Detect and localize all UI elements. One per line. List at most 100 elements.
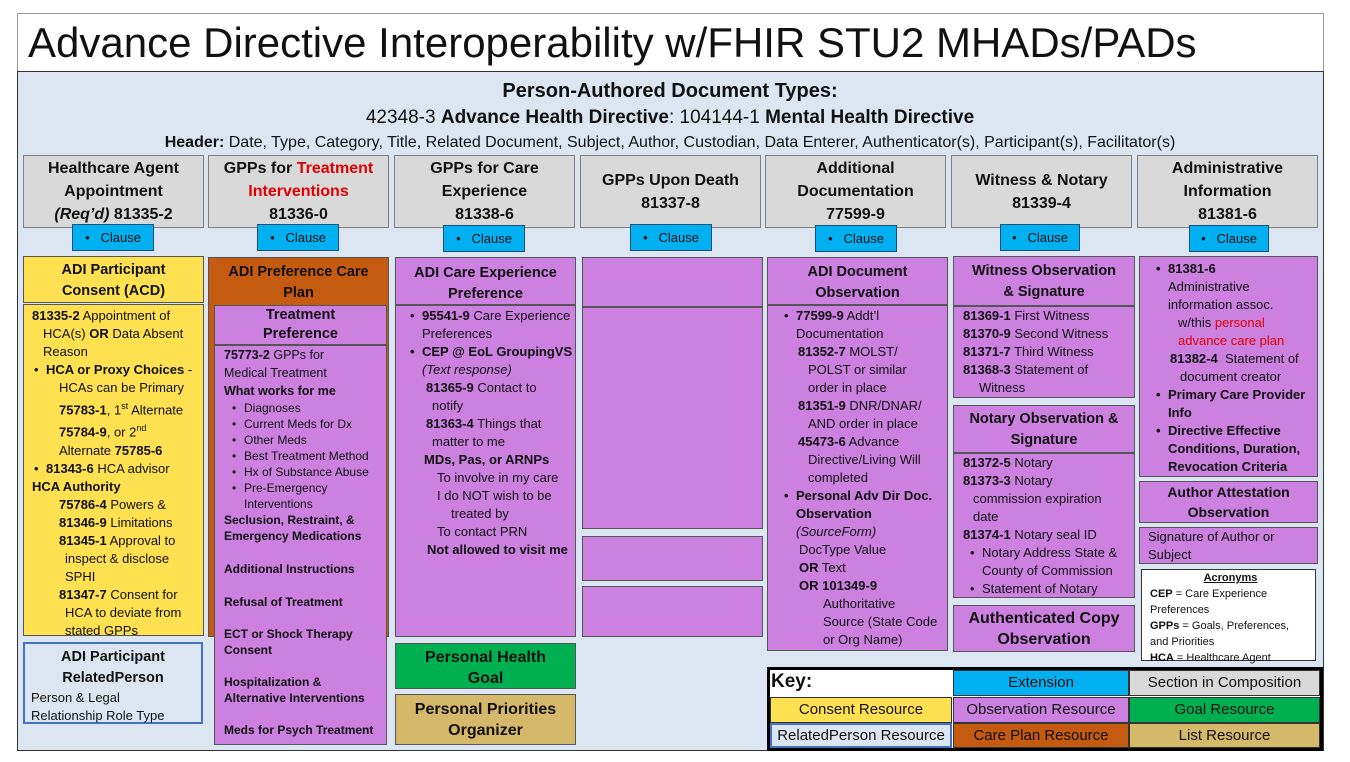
doc-line: Directive/Living Will: [808, 452, 921, 467]
text: Care Experience: [473, 308, 571, 323]
bullet-icon: •: [1201, 231, 1206, 246]
text: Statement of: [1014, 362, 1089, 377]
section-care-experience: GPPs for Care Experience 81338-6: [394, 155, 575, 228]
code: 81343-6: [46, 460, 94, 476]
clause-label: Clause: [1027, 230, 1068, 245]
doc-bullet: 77599-9 Addt’l: [784, 307, 945, 325]
doc-line: or Org Name): [823, 632, 903, 647]
care-experience-title: ADI Care Experience Preference: [395, 257, 576, 305]
text: Notary: [1014, 455, 1053, 470]
code: 75785-6: [114, 442, 163, 458]
consent-bullet: 81343-6 HCA advisor: [32, 460, 199, 478]
ce-line: 81365-9 Contact to: [408, 379, 573, 397]
bullet-icon: •: [1012, 230, 1017, 245]
consent-line: 75786-4 Powers &: [32, 496, 199, 514]
consent-body: 81335-2 Appointment of HCA(s) OR Data Ab…: [23, 304, 204, 638]
text: HCA(s): [43, 326, 86, 341]
clause-extension: • Clause: [72, 224, 154, 251]
consent-heading: HCA Authority: [32, 478, 121, 494]
clause-extension: • Clause: [257, 224, 339, 251]
priorities-organizer-box: Personal Priorities Organizer: [395, 694, 576, 745]
author-attestation-title: Author Attestation Observation: [1139, 481, 1318, 523]
text: Alternate: [59, 442, 112, 458]
text: st: [121, 401, 129, 411]
consent-line: SPHI: [65, 568, 96, 584]
doc-line: 81351-9 DNR/DNAR/: [796, 397, 945, 415]
key-extension: Extension: [953, 670, 1129, 696]
text: Addt’l: [846, 308, 880, 323]
admin-line: Conditions, Duration,: [1168, 441, 1301, 456]
consent-line: 75783-1, 1st Alternate: [32, 397, 199, 419]
related-person-text: Relationship Role Type: [31, 708, 165, 723]
or-label: OR: [89, 326, 109, 341]
section-line: GPPs for Treatment: [209, 157, 388, 180]
header-list: Date, Type, Category, Title, Related Doc…: [228, 134, 1176, 151]
ce-line: treated by: [451, 506, 509, 521]
upon-death-body: [582, 307, 763, 529]
tp-line: 75773-2 GPPs for: [224, 346, 382, 364]
box-title: ADI Participant: [61, 649, 165, 665]
clause-label: Clause: [285, 230, 326, 245]
acronym-line: GPPs = Goals, Preferences,: [1150, 618, 1311, 634]
doc-line: Observation: [796, 506, 872, 521]
acronym-line: CEP = Care Experience: [1150, 586, 1311, 602]
section-red-text: Treatment: [296, 160, 374, 177]
w-line: Witness: [979, 380, 1026, 395]
n-line: 81373-3 Notary: [963, 472, 1132, 490]
text: Second Witness: [1014, 326, 1109, 341]
tp-heading: What works for me: [224, 384, 336, 398]
section-line: Healthcare Agent: [48, 160, 179, 177]
consent-line: Reason: [43, 344, 88, 359]
section-line: Documentation: [797, 183, 914, 200]
text: Things that: [477, 416, 542, 431]
ce-heading: MDs, Pas, or ARNPs: [424, 452, 550, 467]
code: 81347-7: [59, 586, 107, 602]
tp-list: Diagnoses Current Meds for Dx Other Meds…: [224, 400, 382, 512]
upon-death-box: [582, 586, 763, 637]
section-code: 81336-0: [269, 206, 328, 223]
bullet-icon: •: [643, 230, 648, 245]
box-title: ADI Care Experience: [414, 265, 557, 281]
consent-line: HCA to deviate from: [65, 604, 182, 620]
code: 81346-9: [59, 514, 107, 530]
code: 77599-9: [796, 308, 844, 323]
acronym-line: and Priorities: [1150, 636, 1215, 648]
treatment-preference-body: 75773-2 GPPs for Medical Treatment What …: [214, 345, 387, 745]
text: HCA or Proxy Choices: [46, 362, 185, 377]
ce-line: Preferences: [422, 326, 493, 341]
doc-line: DocType Value: [799, 542, 887, 557]
admin-line: Administrative: [1168, 279, 1250, 294]
section-upon-death: GPPs Upon Death 81337-8: [580, 155, 761, 228]
tp-list-item: Pre-Emergency Interventions: [230, 480, 350, 512]
box-title: Authenticated Copy: [968, 610, 1120, 627]
admin-line: document creator: [1180, 369, 1282, 384]
admin-line: 81382-4 Statement of: [1168, 350, 1315, 368]
box-title: Plan: [283, 285, 314, 301]
box-title: Goal: [467, 670, 504, 687]
code: 81373-3: [963, 473, 1011, 488]
ce-line: To involve in my care: [437, 470, 559, 485]
text: w/this: [1178, 315, 1212, 330]
n-line: commission expiration: [973, 491, 1102, 506]
clause-extension: • Clause: [1189, 225, 1269, 252]
clause-label: Clause: [843, 231, 884, 246]
section-code: 81337-8: [641, 194, 700, 212]
text: = Goals, Preferences,: [1179, 620, 1290, 632]
consent-line: stated GPPs: [65, 622, 138, 638]
box-title: Observation: [815, 285, 900, 301]
box-title: Personal Health: [425, 649, 546, 666]
text: Contact to: [477, 380, 537, 395]
tp-heading: Consent: [224, 643, 272, 657]
doc-line: Documentation: [796, 326, 884, 341]
admin-line: w/this personal: [1168, 314, 1315, 332]
document-observation-title: ADI Document Observation: [767, 257, 948, 305]
n-line: 81374-1 Notary seal ID: [963, 526, 1132, 544]
acronyms-title: Acronyms: [1203, 572, 1258, 584]
acronym-line: HCA = Healthcare Agent: [1150, 650, 1311, 666]
n-bullet: Notary Address State &: [963, 544, 1132, 562]
tp-list-item: Other Meds: [230, 432, 382, 448]
text: , 1: [106, 402, 122, 418]
acronym-line: Preferences: [1150, 604, 1210, 616]
consent-bullet: HCA or Proxy Choices -: [32, 361, 199, 379]
admin-line: Info: [1168, 405, 1192, 420]
